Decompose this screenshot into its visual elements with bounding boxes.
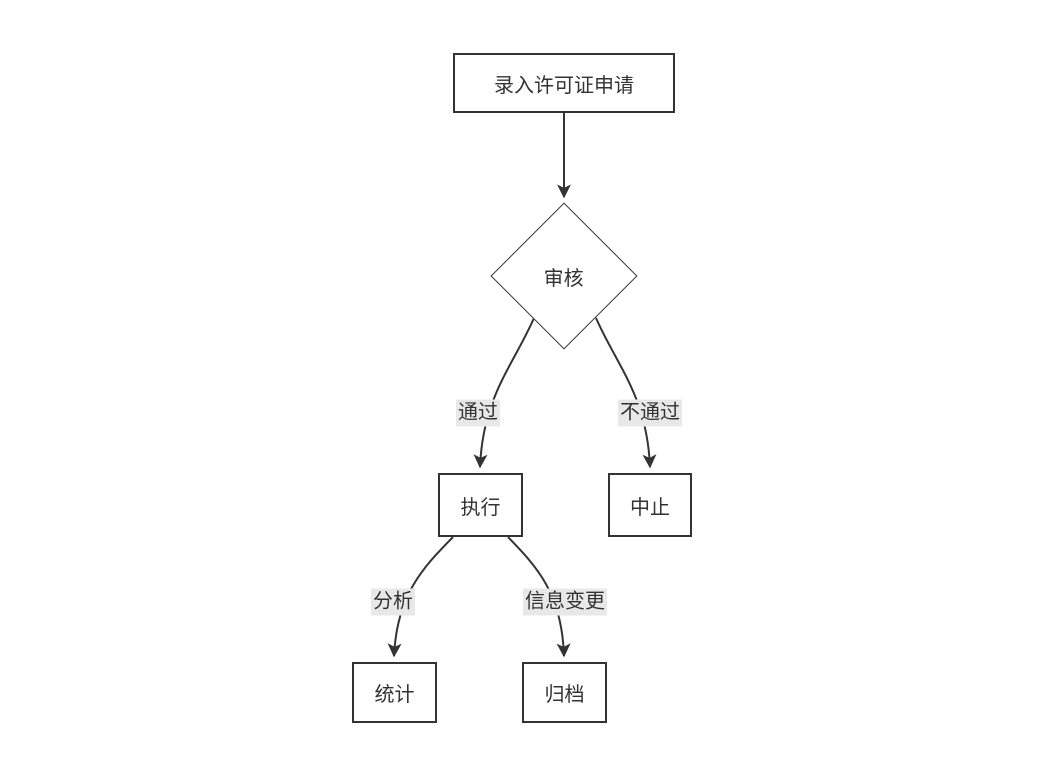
- node-stats-label: 统计: [374, 684, 415, 706]
- edge-label-fail: 不通过: [618, 399, 682, 427]
- node-archive: 归档: [522, 662, 607, 723]
- node-execute: 执行: [438, 473, 523, 537]
- edge-execute-to-stats: [387, 536, 454, 658]
- edge-label-pass: 通过: [456, 399, 500, 427]
- edge-label-info-change: 信息变更: [523, 588, 607, 616]
- edge-review-to-abort: [595, 317, 657, 469]
- edge-label-analyze: 分析: [371, 588, 415, 616]
- node-review-label: 审核: [544, 267, 584, 290]
- node-stats: 统计: [352, 662, 437, 723]
- node-abort-label: 中止: [630, 496, 670, 519]
- node-execute-label: 执行: [460, 496, 501, 519]
- node-archive-label: 归档: [544, 684, 585, 706]
- node-apply-label: 录入许可证申请: [494, 74, 634, 97]
- node-apply: 录入许可证申请: [453, 53, 675, 113]
- node-abort: 中止: [608, 473, 692, 537]
- edge-execute-to-archive: [507, 536, 571, 658]
- edge-review-to-execute: [473, 317, 535, 469]
